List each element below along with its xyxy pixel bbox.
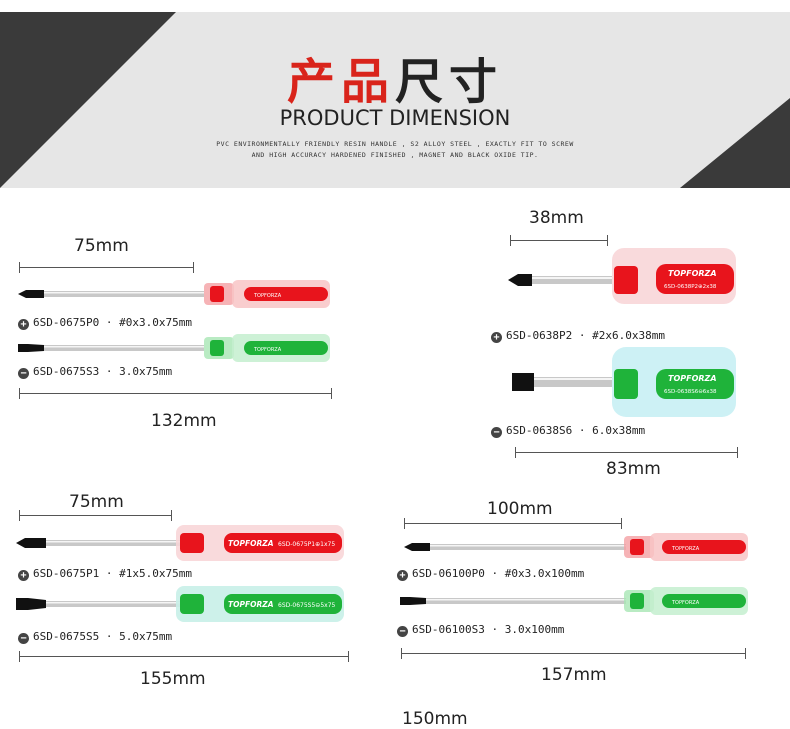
product-label-6SD-0675S5: −6SD-0675S5 · 5.0x75mm	[18, 630, 172, 644]
handle-brand-2a: TOPFORZA	[668, 269, 717, 278]
plus-icon: +	[18, 319, 29, 330]
subtitle-line-1: PVC ENVIRONMENTALLY FRIENDLY RESIN HANDL…	[216, 140, 574, 148]
title-cn-red: 产品	[286, 54, 395, 110]
total-dimension-line-3	[19, 651, 349, 662]
label-text: 6SD-0675S5 · 5.0x75mm	[33, 630, 173, 643]
screwdriver-6SD-0675P0: TOPFORZA	[18, 280, 330, 308]
plus-icon: +	[18, 570, 29, 581]
label-text: 6SD-06100P0 · #0x3.0x100mm	[412, 567, 585, 580]
screwdriver-6SD-06100S3: TOPFORZA	[400, 587, 748, 615]
product-label-6SD-06100P0: +6SD-06100P0 · #0x3.0x100mm	[397, 567, 584, 581]
plus-icon: +	[397, 570, 408, 581]
total-dimension-line-1	[19, 388, 332, 399]
banner-right-triangle	[680, 98, 790, 188]
shaft-dimension-line-4	[404, 518, 622, 529]
shaft-dimension-line-1	[19, 262, 194, 273]
shaft-dimension-4: 100mm	[487, 499, 553, 519]
screwdriver-6SD-0675P1: TOPFORZA 6SD-0675P1⊕1x75	[16, 525, 344, 561]
handle-brand-3b: TOPFORZA	[228, 600, 274, 609]
total-dimension-2: 83mm	[606, 459, 661, 479]
handle-brand-4b: TOPFORZA	[671, 600, 700, 606]
minus-icon: −	[491, 427, 502, 438]
handle-code-3b: 6SD-0675S5⊖5x75	[278, 602, 336, 609]
banner-left-triangle	[0, 12, 176, 188]
header-banner: 产品尺寸 PRODUCT DIMENSION PVC ENVIRONMENTAL…	[0, 12, 790, 188]
shaft-dimension-line-2	[510, 235, 608, 246]
shaft-dimension-1: 75mm	[74, 236, 129, 256]
total-dimension-line-2	[515, 447, 738, 458]
product-label-6SD-0675P0: +6SD-0675P0 · #0x3.0x75mm	[18, 316, 192, 330]
handle-code-3a: 6SD-0675P1⊕1x75	[278, 541, 335, 548]
shaft-dimension-3: 75mm	[69, 492, 124, 512]
title-english: PRODUCT DIMENSION	[279, 106, 511, 130]
handle-code-2b: 6SD-0638S6⊖6x38	[664, 389, 717, 395]
label-text: 6SD-0638P2 · #2x6.0x38mm	[506, 329, 665, 342]
minus-icon: −	[18, 368, 29, 379]
footer-dimension: 150mm	[402, 709, 468, 729]
screwdriver-6SD-0675S3: TOPFORZA	[18, 334, 330, 362]
label-text: 6SD-0675S3 · 3.0x75mm	[33, 365, 173, 378]
handle-brand-3a: TOPFORZA	[228, 539, 274, 548]
total-dimension-line-4	[401, 648, 746, 659]
subtitle-line-2: AND HIGH ACCURACY HARDENED FINISHED , MA…	[251, 151, 539, 159]
handle-brand-4a: TOPFORZA	[671, 546, 700, 552]
label-text: 6SD-0675P0 · #0x3.0x75mm	[33, 316, 192, 329]
label-text: 6SD-0638S6 · 6.0x38mm	[506, 424, 646, 437]
screwdriver-6SD-0638P2: TOPFORZA 6SD-0638P2⊕2x38	[508, 248, 736, 304]
total-dimension-4: 157mm	[541, 665, 607, 685]
title-cn-dark: 尺寸	[395, 54, 504, 110]
screwdriver-6SD-0638S6: TOPFORZA 6SD-0638S6⊖6x38	[512, 347, 736, 417]
product-label-6SD-0675S3: −6SD-0675S3 · 3.0x75mm	[18, 365, 172, 379]
plus-icon: +	[491, 332, 502, 343]
shaft-dimension-2: 38mm	[529, 208, 584, 228]
label-text: 6SD-0675P1 · #1x5.0x75mm	[33, 567, 192, 580]
minus-icon: −	[18, 633, 29, 644]
handle-brand-1a: TOPFORZA	[253, 293, 282, 299]
label-text: 6SD-06100S3 · 3.0x100mm	[412, 623, 565, 636]
handle-brand-1b: TOPFORZA	[253, 347, 282, 353]
product-label-6SD-0675P1: +6SD-0675P1 · #1x5.0x75mm	[18, 567, 192, 581]
screwdriver-6SD-06100P0: TOPFORZA	[404, 533, 748, 561]
total-dimension-3: 155mm	[140, 669, 206, 689]
minus-icon: −	[397, 626, 408, 637]
shaft-dimension-line-3	[19, 510, 172, 521]
product-label-6SD-06100S3: −6SD-06100S3 · 3.0x100mm	[397, 623, 564, 637]
handle-brand-2b: TOPFORZA	[668, 374, 717, 383]
product-label-6SD-0638S6: −6SD-0638S6 · 6.0x38mm	[491, 424, 645, 438]
product-label-6SD-0638P2: +6SD-0638P2 · #2x6.0x38mm	[491, 329, 665, 343]
screwdriver-6SD-0675S5: TOPFORZA 6SD-0675S5⊖5x75	[16, 586, 344, 622]
title-chinese: 产品尺寸	[0, 42, 790, 112]
total-dimension-1: 132mm	[151, 411, 217, 431]
handle-code-2a: 6SD-0638P2⊕2x38	[664, 284, 717, 290]
